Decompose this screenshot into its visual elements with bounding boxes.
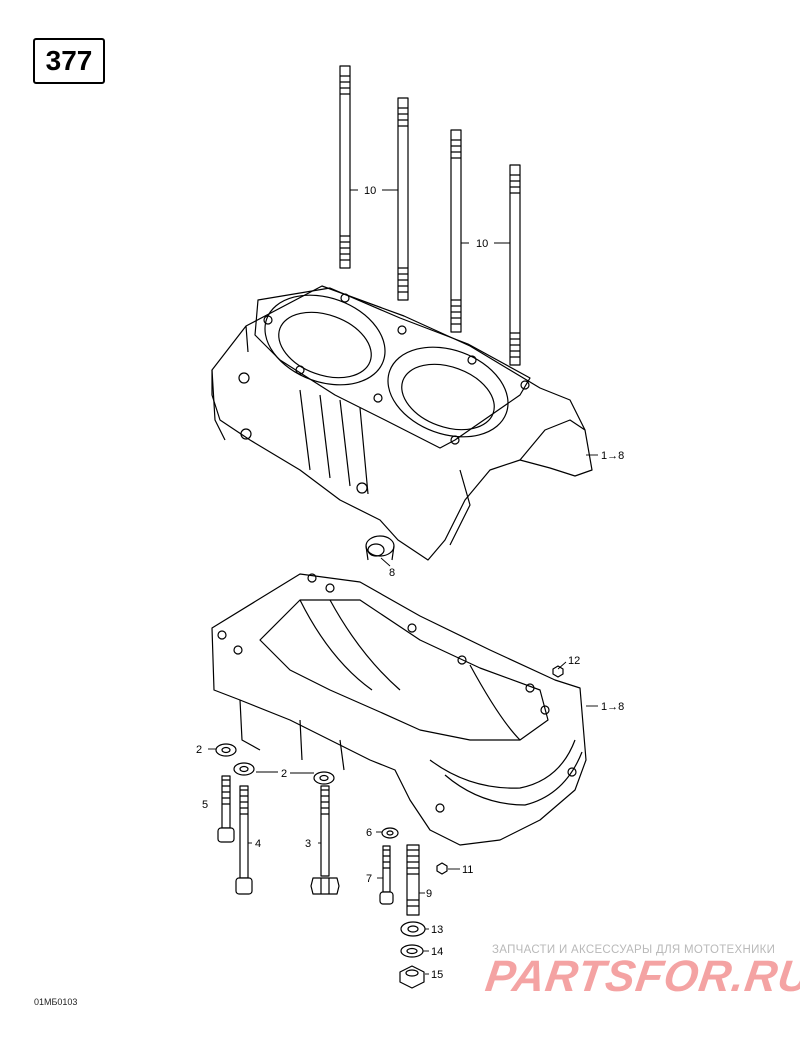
callout-ref-lower: 1→8 — [601, 701, 624, 713]
callout-11: 11 — [462, 864, 473, 876]
bolt-3 — [310, 785, 340, 895]
stud-10-3 — [450, 129, 462, 333]
watermark-tagline: ЗАПЧАСТИ И АКСЕССУАРЫ ДЛЯ МОТОТЕХНИКИ — [492, 944, 776, 956]
washer-2-left — [215, 743, 237, 757]
washer-2-middle — [233, 762, 255, 776]
callout-12: 12 — [568, 655, 580, 667]
callout-15: 15 — [431, 969, 443, 981]
leader-lines — [208, 189, 598, 975]
callout-14: 14 — [431, 946, 443, 958]
nut-11 — [436, 862, 448, 875]
stud-9 — [406, 844, 420, 916]
callout-ref-upper: 1→8 — [601, 450, 624, 462]
stud-10-4 — [509, 164, 521, 366]
callout-3: 3 — [305, 838, 311, 850]
callout-2-left: 2 — [196, 744, 202, 756]
callout-2-middle: 2 — [281, 768, 287, 780]
page-number-badge: 377 — [33, 38, 105, 84]
lock-washer-14 — [400, 944, 424, 958]
washer-6 — [381, 827, 399, 839]
bushing-8 — [365, 535, 395, 561]
callout-8: 8 — [389, 567, 395, 579]
nut-12 — [552, 665, 564, 678]
screw-7 — [379, 845, 394, 905]
callout-stud-10a: 10 — [364, 185, 376, 197]
washer-2-right — [313, 771, 335, 785]
callout-9: 9 — [426, 888, 432, 900]
stud-10-1 — [339, 65, 351, 269]
callout-13: 13 — [431, 924, 443, 936]
stud-10-2 — [397, 97, 409, 301]
bolt-5 — [217, 775, 235, 843]
nut-15 — [399, 965, 425, 989]
bolt-4 — [235, 785, 253, 895]
callout-6: 6 — [366, 827, 372, 839]
watermark-logo: PARTSFOR.RU — [482, 952, 800, 1001]
washer-13 — [400, 921, 426, 937]
upper-crankcase — [211, 285, 593, 561]
callout-5: 5 — [202, 799, 208, 811]
drawing-code: 01MБ0103 — [34, 997, 78, 1007]
callout-stud-10b: 10 — [476, 238, 488, 250]
callout-4: 4 — [255, 838, 261, 850]
callout-7: 7 — [366, 873, 372, 885]
lower-crankcase — [211, 573, 587, 846]
